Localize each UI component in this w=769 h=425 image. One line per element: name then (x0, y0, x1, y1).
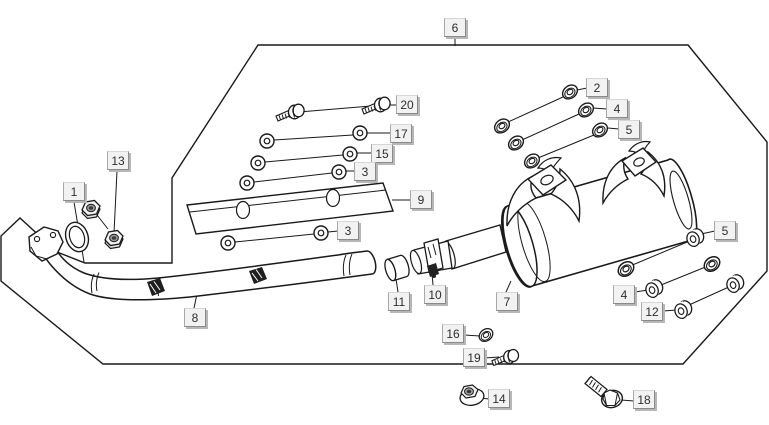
flange-nut (459, 384, 485, 406)
callout-10: 10 (424, 285, 446, 304)
washer (250, 155, 266, 171)
callout-19: 19 (463, 348, 485, 367)
callout-7: 7 (496, 292, 518, 311)
callout-3b: 3 (337, 221, 359, 240)
spacer-bushing (671, 298, 695, 321)
washer (589, 119, 611, 141)
pipe-flange (28, 226, 64, 262)
callout-17: 17 (390, 124, 412, 143)
heat-shield-plate (186, 182, 394, 235)
hex-bolt-large (584, 375, 624, 409)
flange-bolt (275, 103, 305, 122)
callout-18: 18 (633, 390, 655, 409)
washer (352, 125, 368, 141)
frame-border (0, 44, 768, 365)
muffler-bracket (526, 164, 568, 196)
muffler-bracket (620, 147, 658, 177)
spacer-bushing (723, 272, 747, 295)
washer (575, 99, 597, 121)
washer (491, 115, 513, 137)
callout-leader-lines (73, 39, 732, 402)
callout-13: 13 (107, 151, 129, 170)
callout-20: 20 (396, 95, 418, 114)
inlet-clamp (423, 238, 444, 278)
flange-bolt (361, 96, 391, 115)
callout-11: 11 (388, 292, 410, 311)
spacer-bushing (642, 277, 666, 300)
callout-1: 1 (63, 182, 85, 201)
pipe-spring-hook (147, 278, 165, 296)
callout-8: 8 (184, 308, 206, 327)
callout-4a: 4 (606, 99, 628, 118)
callout-16: 16 (442, 324, 464, 343)
callout-6: 6 (444, 18, 466, 37)
callout-5a: 5 (618, 120, 640, 139)
washer (700, 252, 724, 276)
washer (331, 164, 347, 180)
hex-nut (81, 199, 101, 220)
washer (313, 225, 329, 241)
header-pipe (28, 226, 377, 301)
callout-12: 12 (641, 302, 663, 321)
callout-2: 2 (586, 78, 608, 97)
washer (239, 175, 255, 191)
callout-4b: 4 (613, 285, 635, 304)
callout-14: 14 (488, 389, 510, 408)
callout-5b: 5 (714, 221, 736, 240)
callout-3a: 3 (354, 162, 376, 181)
washer (342, 146, 358, 162)
hex-nut (104, 229, 124, 250)
callout-9: 9 (410, 190, 432, 209)
washer (476, 325, 496, 345)
pipe-sleeve (384, 254, 410, 282)
washer (505, 132, 527, 154)
washer (259, 133, 275, 149)
exhaust-gasket (64, 221, 90, 253)
pipe-spring-hook (249, 267, 267, 284)
washer (559, 81, 581, 103)
callout-15: 15 (371, 144, 393, 163)
washer (220, 235, 236, 251)
muffler (409, 140, 698, 288)
muffler-inlet-pipe (409, 224, 507, 275)
